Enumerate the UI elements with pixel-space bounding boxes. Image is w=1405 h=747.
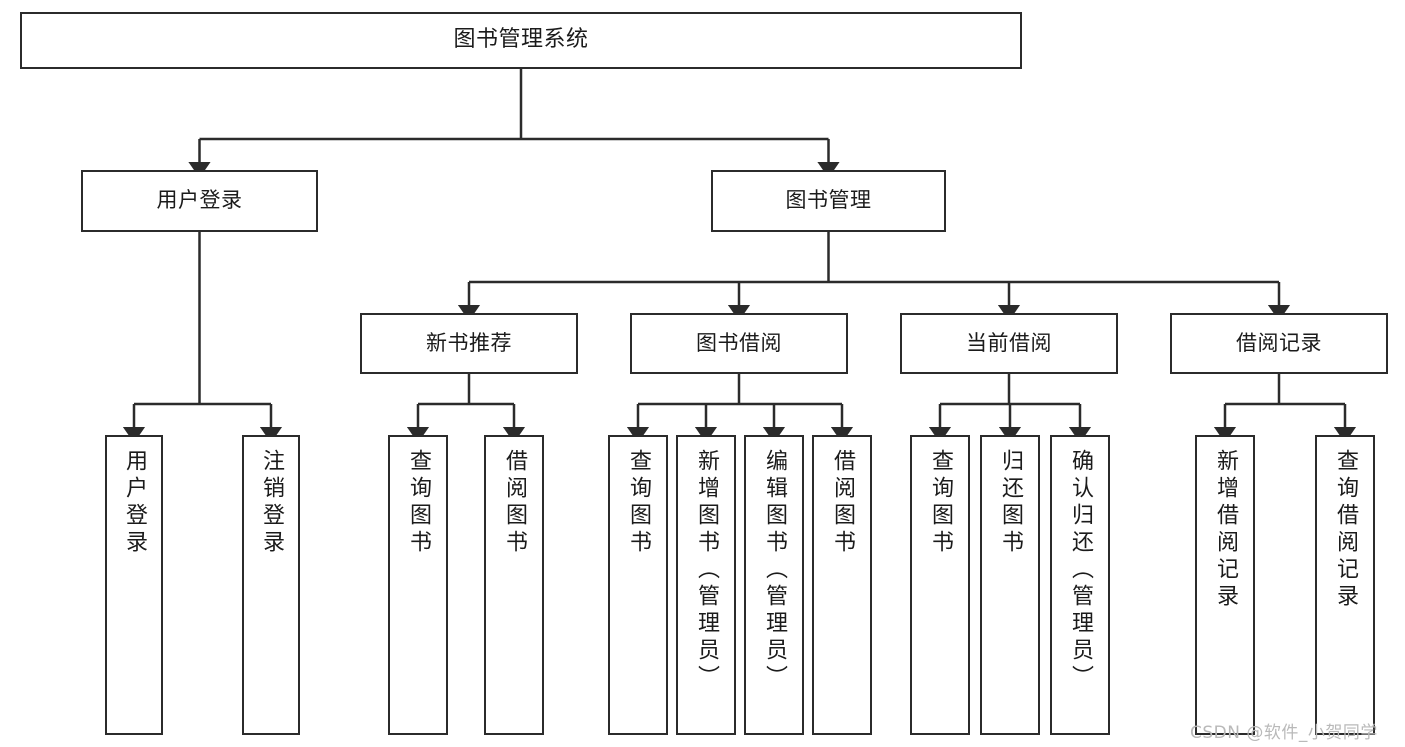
- node-leaf-query-book-2[interactable]: 查询图书: [608, 435, 668, 735]
- node-label: 图书管理: [785, 188, 872, 213]
- node-leaf-add-record[interactable]: 新增借阅记录: [1195, 435, 1255, 735]
- node-label: 用户登录: [156, 188, 243, 213]
- node-label: 用户登录: [122, 449, 147, 557]
- node-leaf-query-record[interactable]: 查询借阅记录: [1315, 435, 1375, 735]
- node-label: 查询图书: [406, 449, 431, 557]
- node-leaf-return-book[interactable]: 归还图书: [980, 435, 1040, 735]
- node-new-book-recommend[interactable]: 新书推荐: [360, 313, 578, 374]
- node-label: 借阅记录: [1236, 330, 1322, 355]
- node-borrow-record[interactable]: 借阅记录: [1170, 313, 1388, 374]
- node-label: 当前借阅: [966, 330, 1052, 355]
- node-label: 归还图书: [998, 449, 1023, 557]
- node-label: 借阅图书: [830, 449, 855, 557]
- node-root[interactable]: 图书管理系统: [20, 12, 1022, 69]
- node-leaf-logout[interactable]: 注销登录: [242, 435, 300, 735]
- node-leaf-borrow-book-1[interactable]: 借阅图书: [484, 435, 544, 735]
- node-leaf-query-book-1[interactable]: 查询图书: [388, 435, 448, 735]
- node-label: 借阅图书: [502, 449, 527, 557]
- node-label: 图书借阅: [696, 330, 782, 355]
- node-leaf-confirm-return[interactable]: 确认归还（管理员）: [1050, 435, 1110, 735]
- node-label: 注销登录: [259, 449, 284, 557]
- node-label: 新增图书（管理员）: [694, 449, 719, 692]
- node-label: 查询图书: [928, 449, 953, 557]
- node-label: 新增借阅记录: [1213, 449, 1238, 611]
- node-label: 编辑图书（管理员）: [762, 449, 787, 692]
- node-leaf-edit-book[interactable]: 编辑图书（管理员）: [744, 435, 804, 735]
- node-current-borrow[interactable]: 当前借阅: [900, 313, 1118, 374]
- watermark: CSDN @软件_小贺同学: [1190, 723, 1378, 743]
- node-leaf-add-book[interactable]: 新增图书（管理员）: [676, 435, 736, 735]
- node-leaf-user-login[interactable]: 用户登录: [105, 435, 163, 735]
- node-label: 确认归还（管理员）: [1068, 449, 1093, 692]
- node-label: 查询借阅记录: [1333, 449, 1358, 611]
- node-book-borrow[interactable]: 图书借阅: [630, 313, 848, 374]
- node-book-manage[interactable]: 图书管理: [711, 170, 946, 232]
- node-label: 查询图书: [626, 449, 651, 557]
- node-label: 新书推荐: [426, 330, 512, 355]
- node-label: 图书管理系统: [453, 27, 589, 53]
- node-user-login[interactable]: 用户登录: [81, 170, 318, 232]
- node-leaf-borrow-book-2[interactable]: 借阅图书: [812, 435, 872, 735]
- node-leaf-query-book-3[interactable]: 查询图书: [910, 435, 970, 735]
